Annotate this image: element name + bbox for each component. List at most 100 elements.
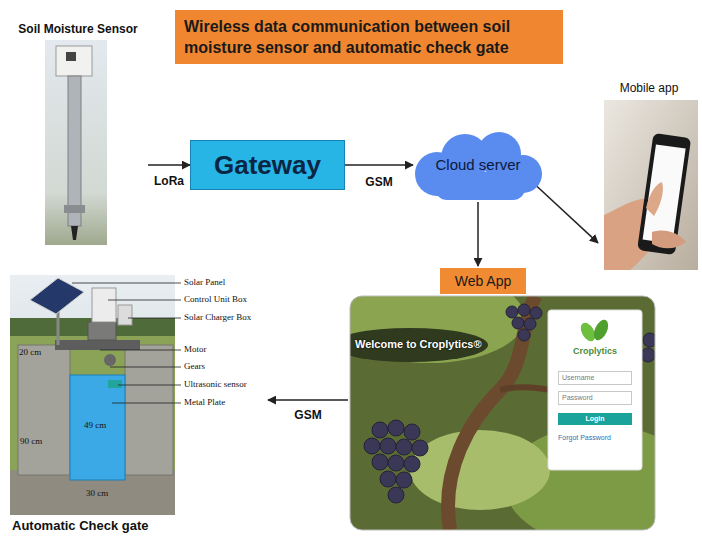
check-gate-photo [18, 345, 70, 475]
check-gate-photo [92, 288, 116, 322]
leader-lines [108, 300, 181, 301]
check-gate-photo [10, 275, 175, 515]
vineyard-photo [372, 454, 388, 470]
vineyard-photo [412, 440, 428, 456]
check-gate-photo [10, 336, 175, 515]
vineyard-photo [524, 318, 536, 330]
sensor-photo [71, 226, 78, 240]
title-banner: Wireless data communication between soil… [175, 10, 563, 64]
vineyard-photo [364, 438, 380, 454]
connector-arrow [148, 164, 190, 166]
leader-lines [118, 385, 181, 386]
sensor-photo [66, 52, 76, 61]
sensor-photo [68, 76, 81, 226]
vineyard-photo [512, 317, 524, 329]
check-gate-photo [88, 322, 116, 340]
sensor-photo [45, 40, 107, 245]
link-label: LoRa [152, 174, 186, 188]
connector-arrow [477, 202, 479, 266]
vineyard-photo [641, 348, 655, 362]
check-gate-photo [70, 375, 125, 480]
mobile-photo [637, 133, 691, 255]
leader-lines [128, 318, 181, 319]
cloud-shape [415, 132, 542, 200]
photo-caption: Automatic Check gate [8, 518, 268, 533]
vineyard-photo [530, 307, 542, 319]
vineyard-photo [350, 296, 655, 530]
mobile-photo [604, 100, 698, 270]
part-label: Solar Charger Box [184, 312, 251, 323]
check-gate-photo [108, 380, 122, 388]
mobile-photo [604, 100, 698, 270]
input-field: Username [558, 371, 632, 385]
part-label: Gears [184, 361, 205, 372]
vineyard-photo [410, 430, 550, 510]
login-card: CroplyticsUsernamePasswordLoginForgot Pa… [548, 310, 642, 470]
dimension-label: 49 cm [84, 420, 106, 431]
vineyard-photo [380, 471, 396, 487]
cloud-node: Cloud server [413, 128, 543, 202]
cloud-label: Cloud server [435, 156, 520, 174]
dimension-label: 30 cm [86, 488, 108, 499]
vineyard-photo [388, 420, 404, 436]
sensor-photo [56, 46, 92, 76]
part-label: Motor [184, 344, 207, 355]
vineyard-photo [518, 329, 530, 341]
mobile-photo [652, 230, 686, 248]
panel-frame [350, 296, 655, 530]
leader-lines [100, 350, 181, 351]
check-gate-photo [55, 340, 140, 350]
vineyard-photo [506, 306, 518, 318]
box-label: Gateway [214, 150, 321, 180]
sensor-node: Soil Moisture Sensor [8, 22, 148, 248]
leader-lines [112, 403, 181, 404]
login-card-ground [548, 310, 642, 470]
mobile-photo [643, 144, 686, 243]
mobile-photo [646, 182, 663, 216]
link-label: GSM [363, 175, 394, 189]
connector-arrow [268, 399, 348, 401]
check-gate-photo [104, 354, 116, 366]
leader-lines [72, 283, 181, 284]
input-field: Password [558, 391, 632, 405]
part-label: Solar Panel [184, 277, 225, 288]
vineyard-photo [388, 487, 404, 503]
login-button: Login [558, 413, 632, 425]
node-heading: Soil Moisture Sensor [8, 22, 148, 37]
connector-group [148, 165, 598, 400]
part-label: Ultrasonic sensor [184, 379, 247, 390]
link-label: GSM [292, 408, 323, 422]
part-label: Metal Plate [184, 397, 225, 408]
node-heading: Mobile app [598, 78, 700, 96]
vineyard-photo [364, 304, 655, 503]
vineyard-photo [380, 438, 396, 454]
web-app-node: Web AppWelcome to Croplytics®CroplyticsU… [348, 266, 657, 532]
vineyard-photo [372, 422, 388, 438]
sensor-photo [64, 205, 85, 213]
croplytics-logo [591, 317, 611, 342]
leader-lines [110, 367, 181, 368]
vineyard-photo [396, 472, 412, 488]
link-text: Forgot Password [558, 433, 632, 442]
mobile-node: Mobile app [598, 78, 700, 272]
cloud-shape [435, 172, 525, 200]
gateway-box: Gateway [190, 140, 345, 190]
leader-lines [72, 283, 181, 403]
vineyard-photo [404, 456, 420, 472]
croplytics-logo [578, 317, 611, 343]
mobile-photo [637, 133, 691, 255]
check-gate-photo [10, 275, 175, 515]
sensor-photo [45, 40, 107, 245]
connector-arrow [345, 164, 413, 166]
vineyard-photo [404, 424, 420, 440]
header-tag: Web App [440, 268, 526, 294]
logo-name: Croplytics [548, 346, 642, 357]
vineyard-photo [518, 304, 530, 316]
dimension-label: 90 cm [20, 436, 42, 447]
vineyard-photo [448, 296, 535, 530]
part-label: Control Unit Box [184, 294, 247, 305]
vineyard-photo [396, 439, 412, 455]
